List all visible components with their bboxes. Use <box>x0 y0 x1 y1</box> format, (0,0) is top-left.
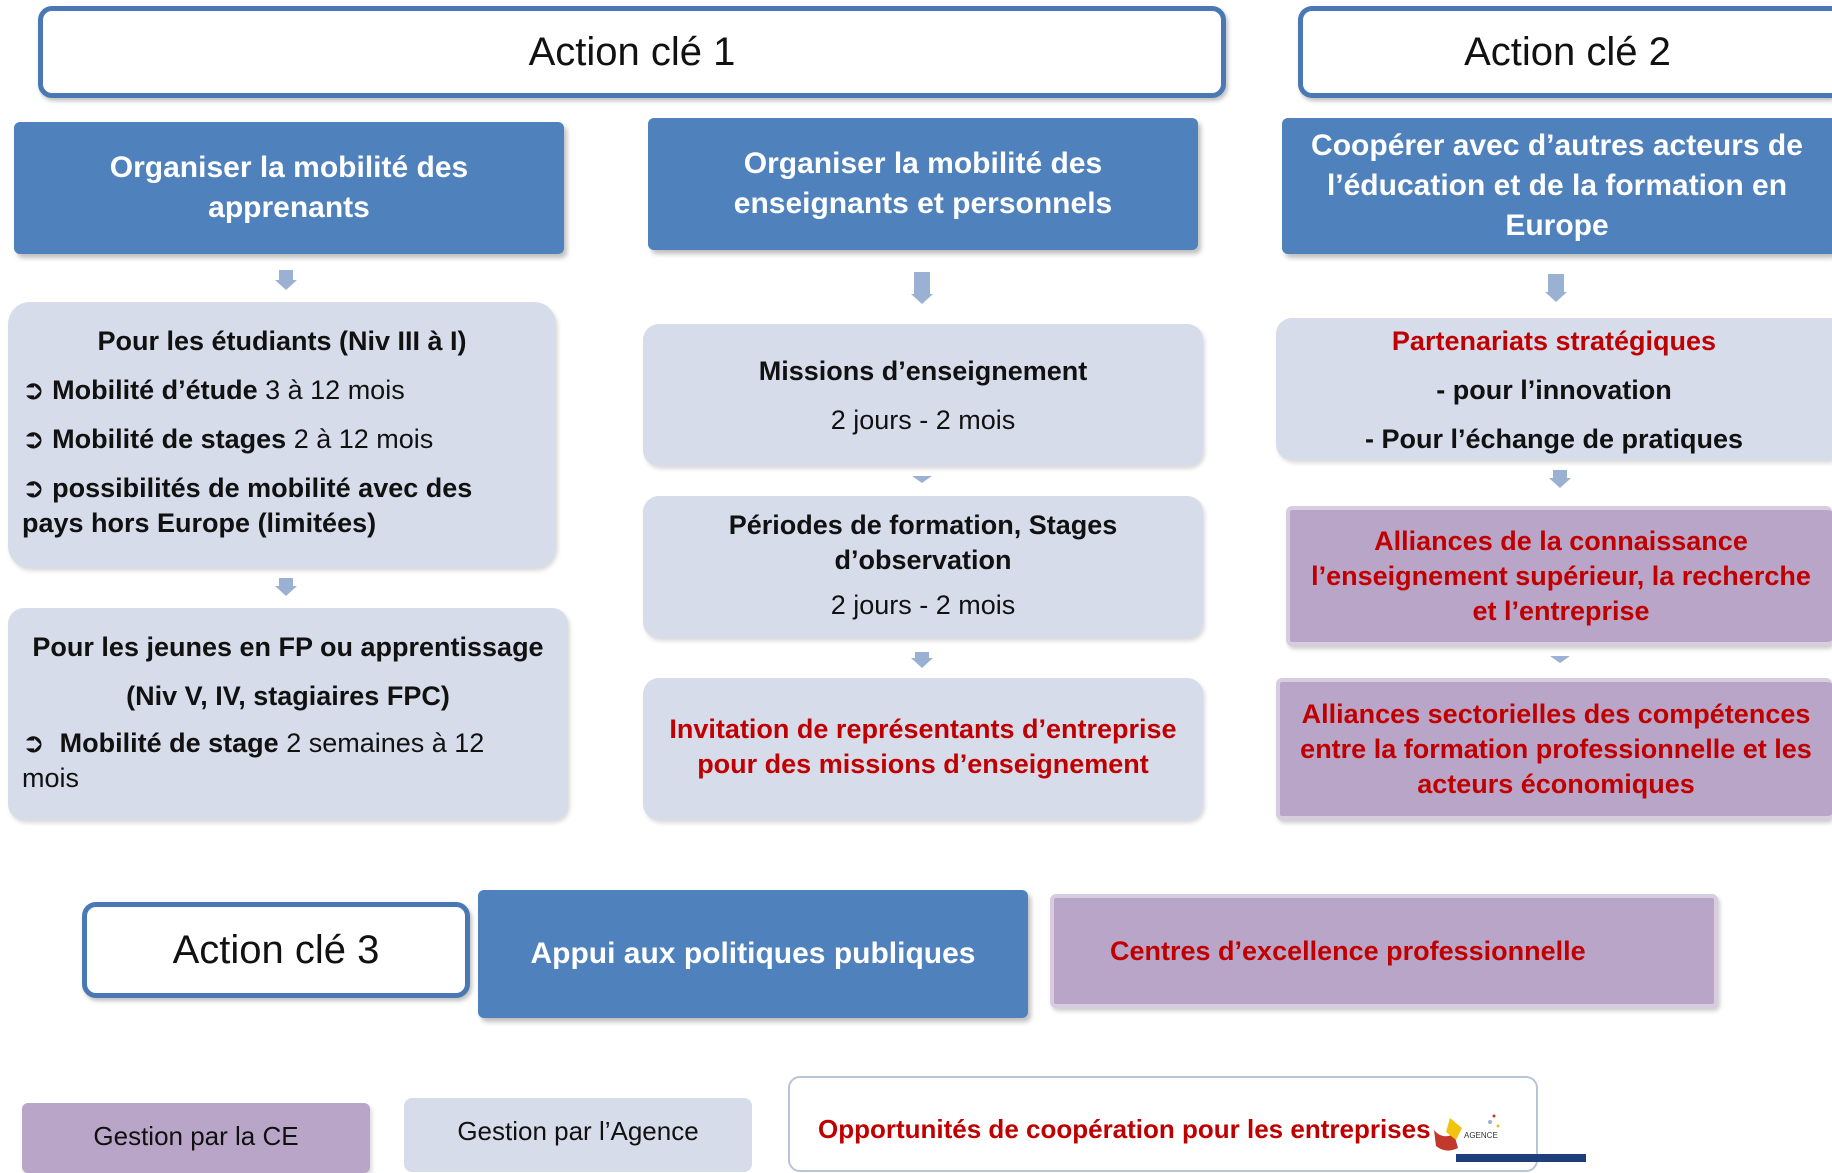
box-periodes-formation: Périodes de formation, Stages d’observat… <box>643 496 1203 638</box>
action-cle-3-label: Action clé 3 <box>172 927 380 972</box>
box-partenariats-strategiques: Partenariats stratégiques - pour l’innov… <box>1276 318 1832 460</box>
box-jeunes-fp: Pour les jeunes en FP ou apprentissage (… <box>8 608 568 820</box>
box-jeunes-title: Pour les jeunes en FP ou apprentissage <box>32 632 544 662</box>
item-bold: Mobilité d’étude <box>52 375 258 405</box>
header-cooperer: Coopérer avec d’autres acteurs de l’éduc… <box>1282 118 1832 254</box>
box-invitation-text: Invitation de représentants d’entreprise… <box>669 714 1177 779</box>
list-item: ➲ possibilités de mobilité avec des pays… <box>22 473 473 538</box>
legend-gestion-agence-text: Gestion par l’Agence <box>457 1116 699 1146</box>
box-appui-politiques: Appui aux politiques publiques <box>478 890 1028 1018</box>
legend-gestion-ce-text: Gestion par la CE <box>93 1121 299 1151</box>
logo-small-text: AGENCE <box>1464 1131 1498 1140</box>
box-periodes-duration: 2 jours - 2 mois <box>830 590 1016 620</box>
box-missions-enseignement: Missions d’enseignement 2 jours - 2 mois <box>643 324 1203 466</box>
list-item: ➲ Mobilité de stages 2 à 12 mois <box>22 424 434 454</box>
item-rest: 2 à 12 mois <box>286 424 434 454</box>
action-cle-1-label: Action clé 1 <box>528 29 736 74</box>
item-bold: possibilités de mobilité avec des pays h… <box>22 473 473 538</box>
action-cle-1-title: Action clé 1 <box>38 6 1226 98</box>
box-etudiants-title: Pour les étudiants (Niv III à I) <box>97 326 467 356</box>
item-bold: Mobilité de stage <box>59 728 279 758</box>
header-mobilite-apprenants-text: Organiser la mobilité des apprenants <box>109 151 469 224</box>
box-periodes-title: Périodes de formation, Stages d’observat… <box>728 510 1118 575</box>
legend-gestion-agence: Gestion par l’Agence <box>404 1098 752 1172</box>
alliances-connaissance-text: Alliances de la connaissance l’enseignem… <box>1311 525 1811 626</box>
appui-politiques-text: Appui aux politiques publiques <box>530 937 976 970</box>
legend-opportunites: Opportunités de coopération pour les ent… <box>788 1076 1538 1172</box>
list-item: ➲ Mobilité d’étude 3 à 12 mois <box>22 375 405 405</box>
partenariats-line-2: - Pour l’échange de pratiques <box>1364 424 1744 454</box>
partenariats-line-1: - pour l’innovation <box>1436 375 1672 405</box>
box-jeunes-subtitle: (Niv V, IV, stagiaires FPC) <box>126 681 450 711</box>
box-invitation-representants: Invitation de représentants d’entreprise… <box>643 678 1203 820</box>
alliances-sectorielles-text: Alliances sectorielles des compétences e… <box>1300 698 1812 799</box>
agence-logo: AGENCE <box>1428 1110 1608 1162</box>
header-mobilite-enseignants: Organiser la mobilité des enseignants et… <box>648 118 1198 250</box>
header-mobilite-apprenants: Organiser la mobilité des apprenants <box>14 122 564 254</box>
centres-excellence-text: Centres d’excellence professionnelle <box>1110 935 1586 966</box>
logo-icon: AGENCE <box>1434 1114 1586 1162</box>
box-alliances-connaissance: Alliances de la connaissance l’enseignem… <box>1286 506 1832 646</box>
header-mobilite-enseignants-text: Organiser la mobilité des enseignants et… <box>733 147 1113 220</box>
box-centres-excellence: Centres d’excellence professionnelle <box>1050 894 1718 1008</box>
item-rest: 2 semaines à 12 mois <box>22 728 485 793</box>
legend-gestion-ce: Gestion par la CE <box>22 1103 370 1173</box>
action-cle-3-title: Action clé 3 <box>82 902 470 998</box>
action-cle-2-title: Action clé 2 <box>1298 6 1832 98</box>
header-cooperer-text: Coopérer avec d’autres acteurs de l’éduc… <box>1311 129 1803 242</box>
box-missions-duration: 2 jours - 2 mois <box>830 405 1016 435</box>
action-cle-2-label: Action clé 2 <box>1464 29 1671 74</box>
box-alliances-sectorielles: Alliances sectorielles des compétences e… <box>1276 678 1832 820</box>
box-missions-title: Missions d’enseignement <box>758 356 1088 386</box>
legend-opportunites-text: Opportunités de coopération pour les ent… <box>818 1114 1431 1144</box>
list-item: ➲ Mobilité de stage 2 semaines à 12 mois <box>22 728 485 793</box>
item-rest: 3 à 12 mois <box>257 375 405 405</box>
box-etudiants: Pour les étudiants (Niv III à I) ➲ Mobil… <box>8 302 556 568</box>
partenariats-title: Partenariats stratégiques <box>1391 326 1717 356</box>
item-bold: Mobilité de stages <box>52 424 287 454</box>
